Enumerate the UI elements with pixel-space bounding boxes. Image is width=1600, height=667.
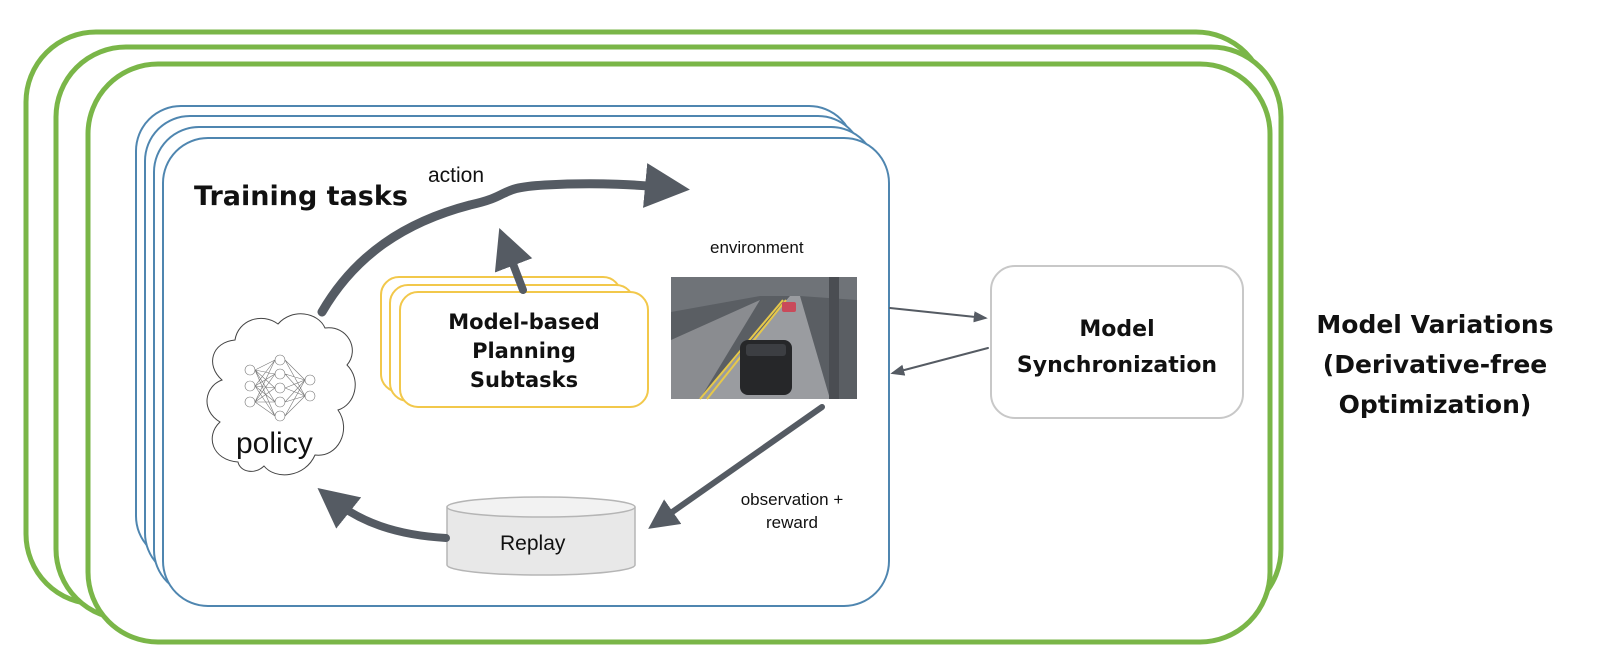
sync-to-env-arrow xyxy=(890,347,989,376)
sync-box xyxy=(990,265,1244,419)
action-label: action xyxy=(428,164,485,187)
neural-net-icon xyxy=(244,354,316,422)
observation-arrow xyxy=(648,404,825,529)
training-tasks-title: Training tasks xyxy=(194,181,408,212)
planning-boxes xyxy=(380,276,649,408)
replay-to-policy-arrow xyxy=(317,488,450,542)
environment-label: environment xyxy=(710,238,804,257)
environment-image xyxy=(671,277,857,400)
policy-label: policy xyxy=(236,427,313,460)
model-variations-label: Model Variations (Derivative-free Optimi… xyxy=(1316,310,1554,419)
replay-cylinder xyxy=(446,496,636,576)
env-to-sync-arrow xyxy=(889,307,988,323)
planning-to-action-arrow xyxy=(494,228,533,294)
sync-label: Model Synchronization xyxy=(1016,317,1218,378)
planning-label: Model-based Planning Subtasks xyxy=(448,310,600,392)
action-arrow xyxy=(317,163,690,317)
policy-cloud xyxy=(206,313,356,476)
replay-label: Replay xyxy=(500,532,566,555)
observation-label: observation + reward xyxy=(740,490,844,532)
